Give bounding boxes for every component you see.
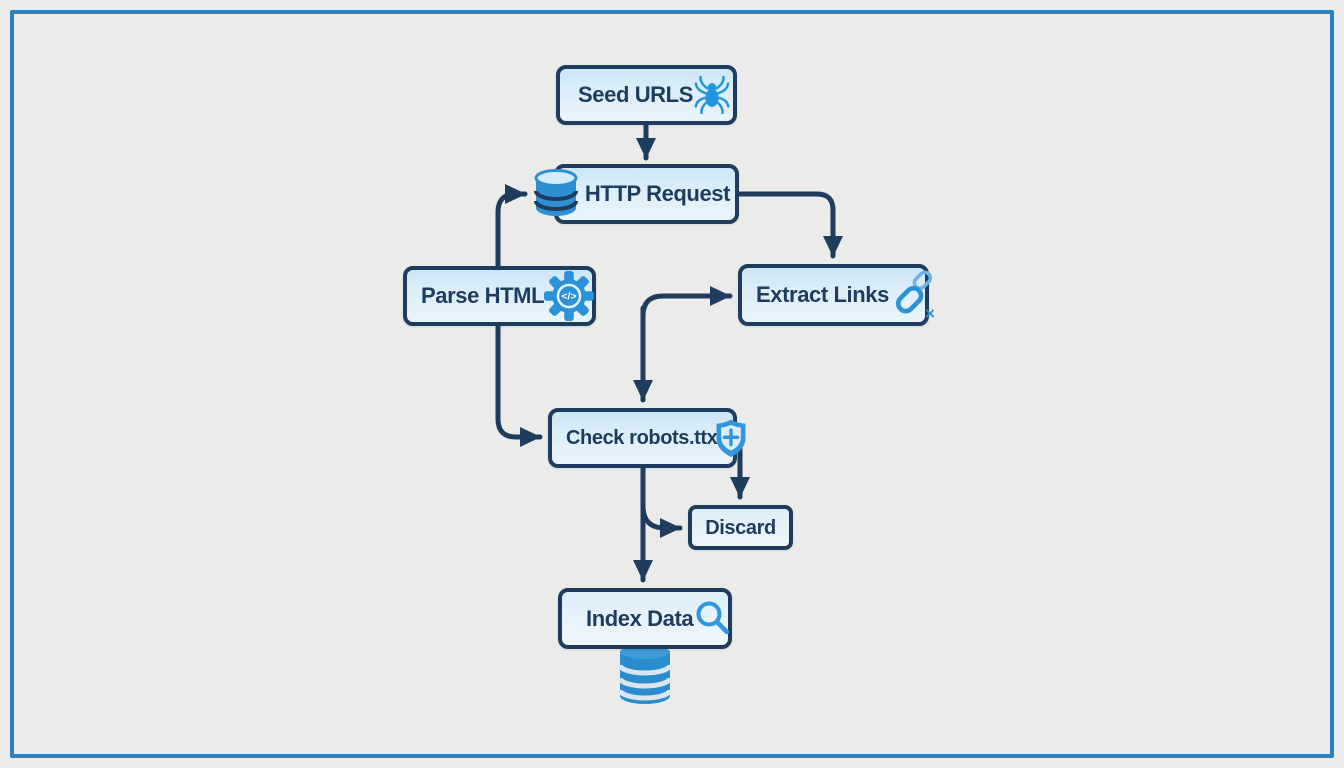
search-icon — [693, 599, 733, 639]
edge-parse-to-robots — [495, 321, 543, 447]
node-label: Discard — [705, 516, 776, 539]
edge-junction-to-extract — [640, 286, 733, 319]
node-index-data: Index Data — [558, 588, 732, 649]
edge-robots-to-discard-side — [640, 503, 683, 538]
node-extract-links: Extract Links × — [738, 264, 935, 326]
spider-icon — [693, 76, 731, 114]
node-parse-html: Parse HTML </> — [403, 266, 596, 326]
gear-code-icon: </> — [544, 271, 595, 321]
node-discard: Discard — [688, 505, 793, 550]
node-label: Check robots.ttx — [566, 427, 718, 449]
svg-text:</>: </> — [562, 291, 577, 303]
shield-check-icon — [713, 417, 749, 459]
node-http-request: HTTP Request — [534, 164, 739, 224]
node-seed-urls: Seed URLS — [556, 65, 737, 125]
edge-http-to-extract — [737, 191, 843, 259]
chain-links-icon: × — [889, 267, 939, 323]
edge-parse-to-http — [495, 184, 528, 271]
node-label: HTTP Request — [584, 181, 731, 206]
node-label: Extract Links — [756, 282, 889, 307]
svg-text:×: × — [925, 304, 935, 323]
node-label: Index Data — [586, 605, 694, 631]
database-icon — [532, 168, 580, 220]
node-label: Parse HTML — [421, 283, 545, 308]
node-label: Seed URLS — [578, 82, 693, 107]
node-check-robots: Check robots.ttx — [548, 408, 746, 468]
